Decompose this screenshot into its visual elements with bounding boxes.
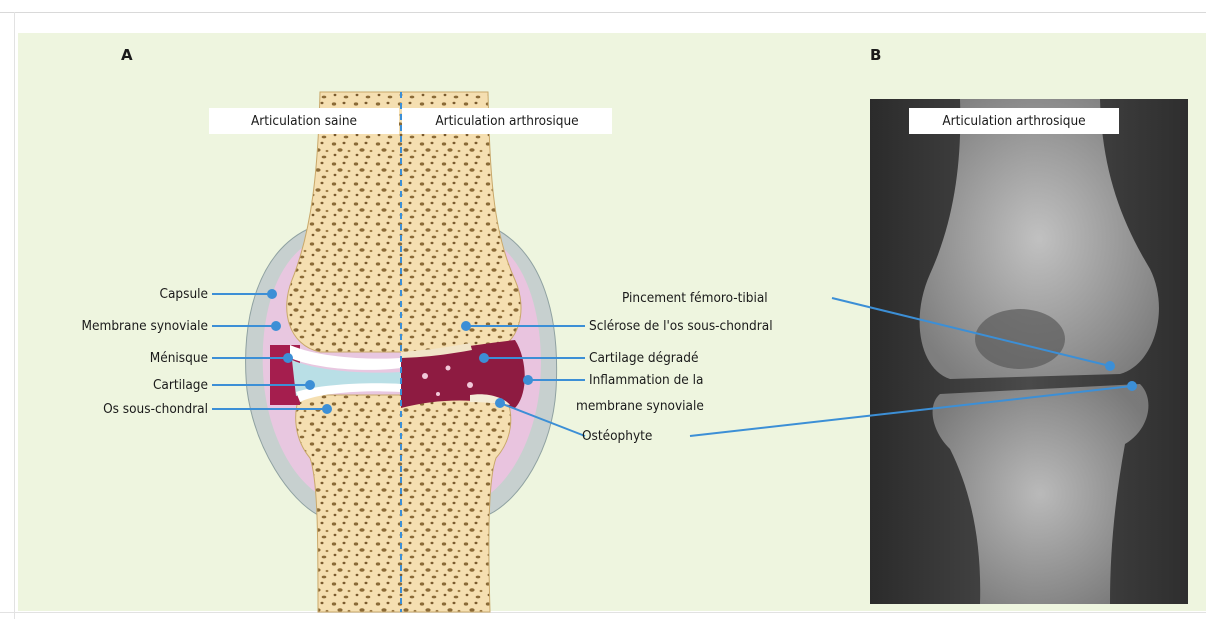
label-osteophyte: Ostéophyte <box>582 428 652 444</box>
label-cartilage: Cartilage <box>40 377 208 393</box>
label-cartilage-degrade: Cartilage dégradé <box>589 350 698 366</box>
title-arthrosic-joint: Articulation arthrosique <box>402 108 612 134</box>
label-sclerose: Sclérose de l'os sous-chondral <box>589 318 773 334</box>
label-pincement: Pincement fémoro-tibial <box>622 290 768 306</box>
panel-b-letter: B <box>870 46 881 64</box>
title-xray: Articulation arthrosique <box>909 108 1119 134</box>
label-os-sous-chondral: Os sous-chondral <box>30 401 208 417</box>
label-menisque: Ménisque <box>40 350 208 366</box>
label-inflammation-1: Inflammation de la <box>589 372 703 388</box>
panel-a-letter: A <box>121 46 133 64</box>
title-healthy-joint: Articulation saine <box>209 108 399 134</box>
label-capsule: Capsule <box>40 286 208 302</box>
label-inflammation-2: membrane synoviale <box>576 398 704 414</box>
label-synovial: Membrane synoviale <box>20 318 208 334</box>
